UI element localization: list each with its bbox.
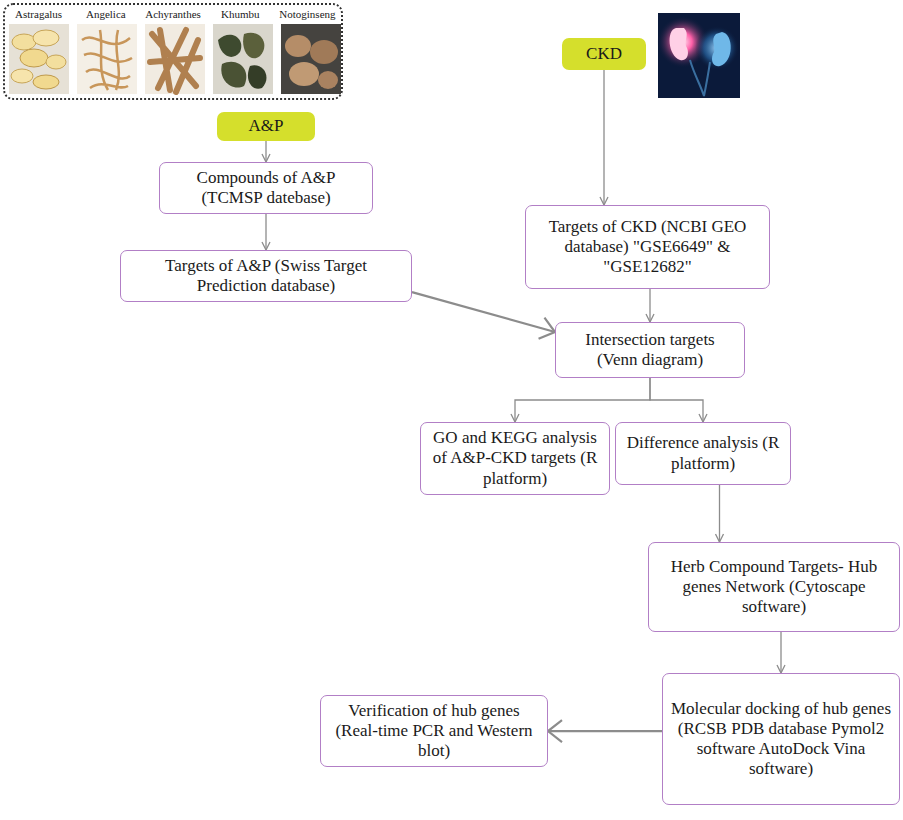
- tuber: [285, 35, 311, 57]
- process-box: Compounds of A&P (TCMSP datebase): [159, 162, 373, 214]
- slice: [33, 75, 59, 89]
- box-text: Herb Compound Targets- Hub genes Network…: [657, 557, 891, 617]
- process-box: Targets of A&P (Swiss Target Prediction …: [120, 250, 412, 302]
- box-text: Molecular docking of hub genes (RCSB PDB…: [671, 699, 891, 779]
- tuber: [310, 40, 338, 64]
- slice: [11, 69, 33, 83]
- herb-name: Astragalus: [5, 8, 72, 20]
- herb-name: Khumbu: [207, 8, 274, 20]
- achyranthes-photo: [145, 24, 205, 94]
- process-box: Verification of hub genes (Real-time PCR…: [320, 695, 548, 767]
- process-box: Targets of CKD (NCBI GEO database) "GSE6…: [525, 205, 770, 289]
- leaf: [218, 35, 241, 57]
- root-strands: [82, 30, 132, 90]
- flow-arrow: [265, 141, 266, 162]
- photo-ground: [145, 24, 205, 94]
- box-text: GO and KEGG analysis of A&P-CKD targets …: [429, 428, 601, 488]
- box-text: Verification of hub genes (Real-time PCR…: [329, 701, 539, 761]
- leaf: [248, 65, 267, 88]
- leaf: [243, 33, 264, 59]
- box-text: Targets of A&P (Swiss Target Prediction …: [129, 256, 403, 296]
- process-box: Intersection targets (Venn diagram): [555, 322, 745, 378]
- notoginseng-photo: [281, 24, 341, 94]
- leaf: [221, 62, 246, 88]
- group-label-box: CKD: [562, 38, 646, 70]
- box-text: Difference analysis (R platform): [624, 433, 782, 473]
- kidney-glow: [695, 26, 739, 70]
- flow-arrow: [603, 70, 604, 205]
- angelica-photo: [77, 24, 137, 94]
- flow-arrow-large: [412, 292, 555, 332]
- slice: [33, 30, 59, 46]
- tuber: [318, 71, 338, 89]
- kidney: [712, 32, 731, 66]
- herb-name: Angelica: [72, 8, 139, 20]
- tuber: [289, 62, 319, 86]
- flow-arrow: [265, 214, 266, 250]
- photo-ground: [77, 24, 137, 94]
- box-text: CKD: [586, 44, 622, 64]
- flow-arrow: [515, 378, 650, 422]
- box-text: Targets of CKD (NCBI GEO database) "GSE6…: [534, 217, 761, 277]
- herb-name: Achyranthes: [139, 8, 206, 20]
- ureter: [690, 60, 710, 96]
- process-box: Molecular docking of hub genes (RCSB PDB…: [662, 673, 900, 805]
- flow-arrow: [650, 378, 703, 422]
- root-sticks: [150, 30, 200, 92]
- group-label-box: A&P: [217, 112, 315, 141]
- process-box: GO and KEGG analysis of A&P-CKD targets …: [420, 422, 610, 495]
- kidney-photo: [657, 13, 740, 98]
- process-box: Herb Compound Targets- Hub genes Network…: [648, 542, 900, 632]
- slice: [12, 34, 36, 50]
- khumbu-photo: [213, 24, 273, 94]
- slice: [46, 55, 66, 69]
- photo-ground: [658, 13, 740, 98]
- box-text: A&P: [249, 116, 284, 136]
- flow-arrow: [719, 485, 720, 542]
- process-box: Difference analysis (R platform): [615, 422, 791, 485]
- flow-arrow: [649, 289, 650, 322]
- box-text: Compounds of A&P (TCMSP datebase): [168, 168, 364, 208]
- photo-ground: [281, 24, 341, 94]
- flow-arrow: [780, 632, 781, 673]
- box-text: Intersection targets (Venn diagram): [564, 330, 736, 370]
- herb-panel: AstragalusAngelicaAchyranthesKhumbuNotog…: [3, 3, 343, 100]
- astragalus-photo: [9, 24, 69, 94]
- herb-name: Notoginseng: [274, 8, 341, 20]
- photo-ground: [213, 24, 273, 94]
- kidney: [670, 28, 688, 60]
- slice: [20, 49, 48, 67]
- photo-ground: [9, 24, 69, 94]
- flow-arrow-large: [548, 730, 662, 732]
